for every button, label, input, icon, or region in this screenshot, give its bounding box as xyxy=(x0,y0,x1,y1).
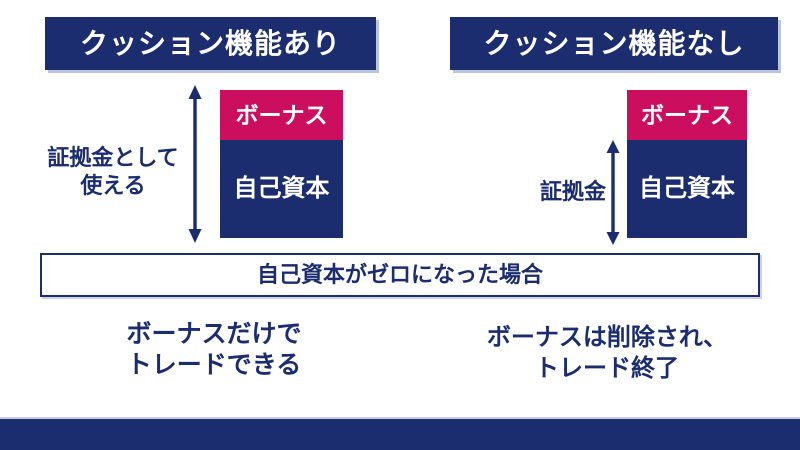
up-down-arrow-icon xyxy=(188,85,202,243)
left-equity-box: 自己資本 xyxy=(220,140,343,238)
left-arrow-label-line2: 使える xyxy=(80,173,146,198)
right-caption-line2: トレード終了 xyxy=(535,355,679,382)
left-panel-header: クッション機能あり xyxy=(45,17,376,70)
footer-bar xyxy=(0,417,800,450)
right-panel-header: クッション機能なし xyxy=(450,17,778,70)
right-bonus-box: ボーナス xyxy=(627,90,747,140)
left-caption: ボーナスだけで トレードできる xyxy=(64,319,364,381)
left-caption-line1: ボーナスだけで xyxy=(126,320,302,348)
right-caption-line1: ボーナスは削除され、 xyxy=(486,324,728,351)
left-arrow-label-line1: 証拠金として xyxy=(47,145,179,170)
zero-equity-banner: 自己資本がゼロになった場合 xyxy=(40,253,760,297)
right-caption: ボーナスは削除され、 トレード終了 xyxy=(457,322,757,384)
right-arrow-label: 証拠金 xyxy=(539,179,606,204)
left-bonus-box: ボーナス xyxy=(220,90,343,140)
left-caption-line2: トレードできる xyxy=(126,351,302,379)
left-arrow-label: 証拠金として 使える xyxy=(33,144,193,200)
right-equity-box: 自己資本 xyxy=(627,140,747,238)
up-down-arrow-icon xyxy=(606,140,620,245)
